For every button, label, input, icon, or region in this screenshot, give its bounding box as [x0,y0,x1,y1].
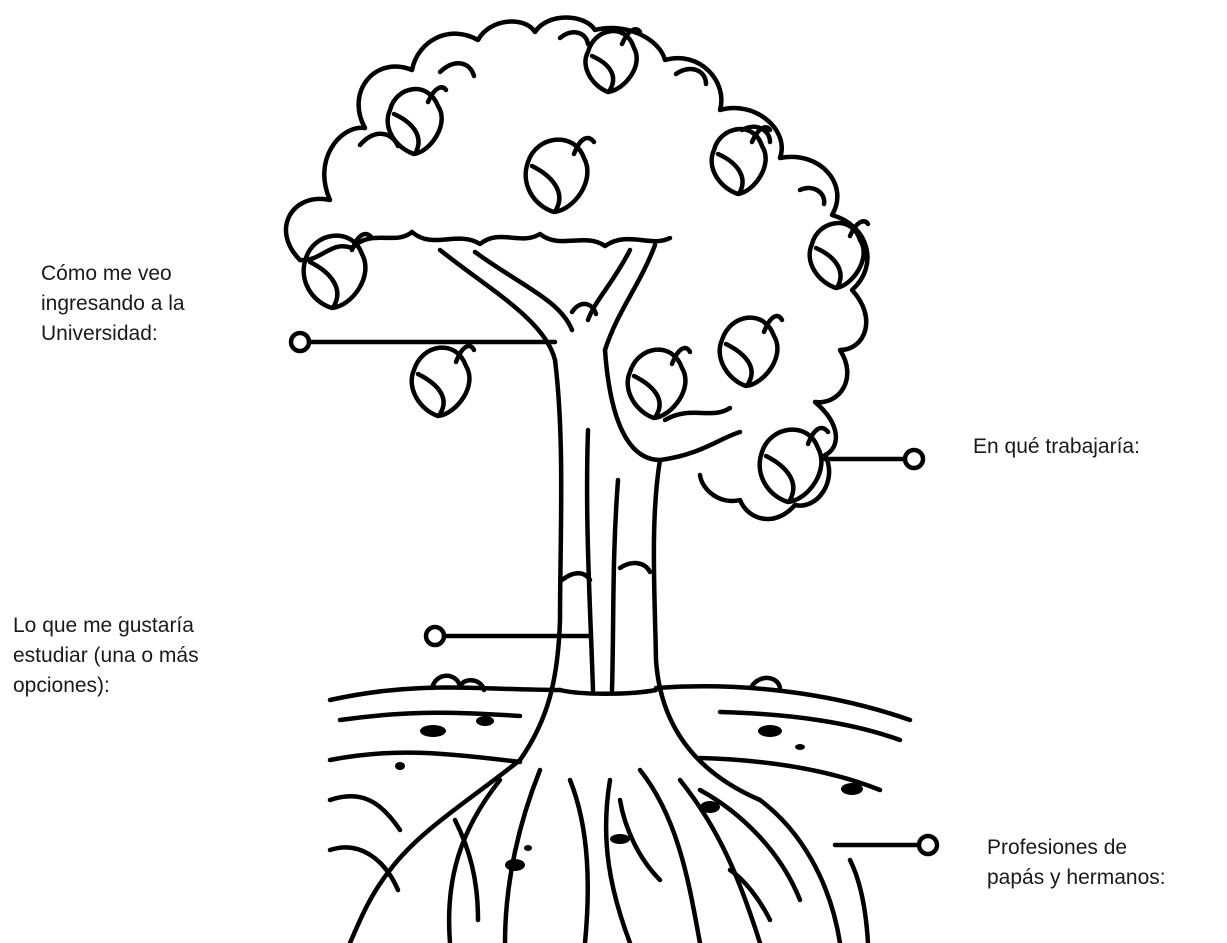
label-line: ingresando a la [41,289,185,319]
callout-parents [835,836,937,854]
label-how-i-see-myself-university: Cómo me veo ingresando a la Universidad: [41,259,185,348]
label-line: papás y hermanos: [987,863,1166,893]
tree-crown [286,18,867,519]
roots [330,760,868,943]
callout-university [291,333,555,351]
label-line: estudiar (una o más [13,641,199,671]
label-line: En qué trabajaría: [973,432,1140,462]
label-line: Universidad: [41,319,185,349]
label-line: Lo que me gustaría [13,611,199,641]
callout-study [426,627,590,645]
tree-trunk-left [520,360,561,760]
label-what-i-would-work-in: En qué trabajaría: [973,432,1140,462]
label-line: opciones): [13,671,199,701]
label-line: Profesiones de [987,833,1166,863]
label-line: Cómo me veo [41,259,185,289]
label-what-i-would-study: Lo que me gustaría estudiar (una o más o… [13,611,199,700]
tree-trunk-right [605,350,760,800]
callout-work [825,450,923,468]
tree-branch-right [605,245,655,350]
label-parents-siblings-professions: Profesiones de papás y hermanos: [987,833,1166,893]
